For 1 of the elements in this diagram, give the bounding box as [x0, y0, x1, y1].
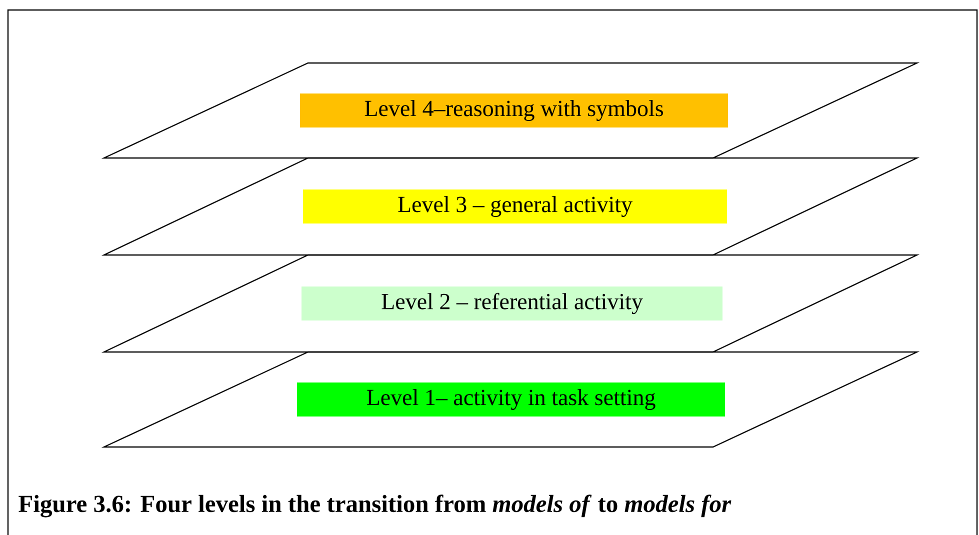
caption: Figure 3.6: Four levels in the transition from models of to models for: [18, 494, 732, 518]
